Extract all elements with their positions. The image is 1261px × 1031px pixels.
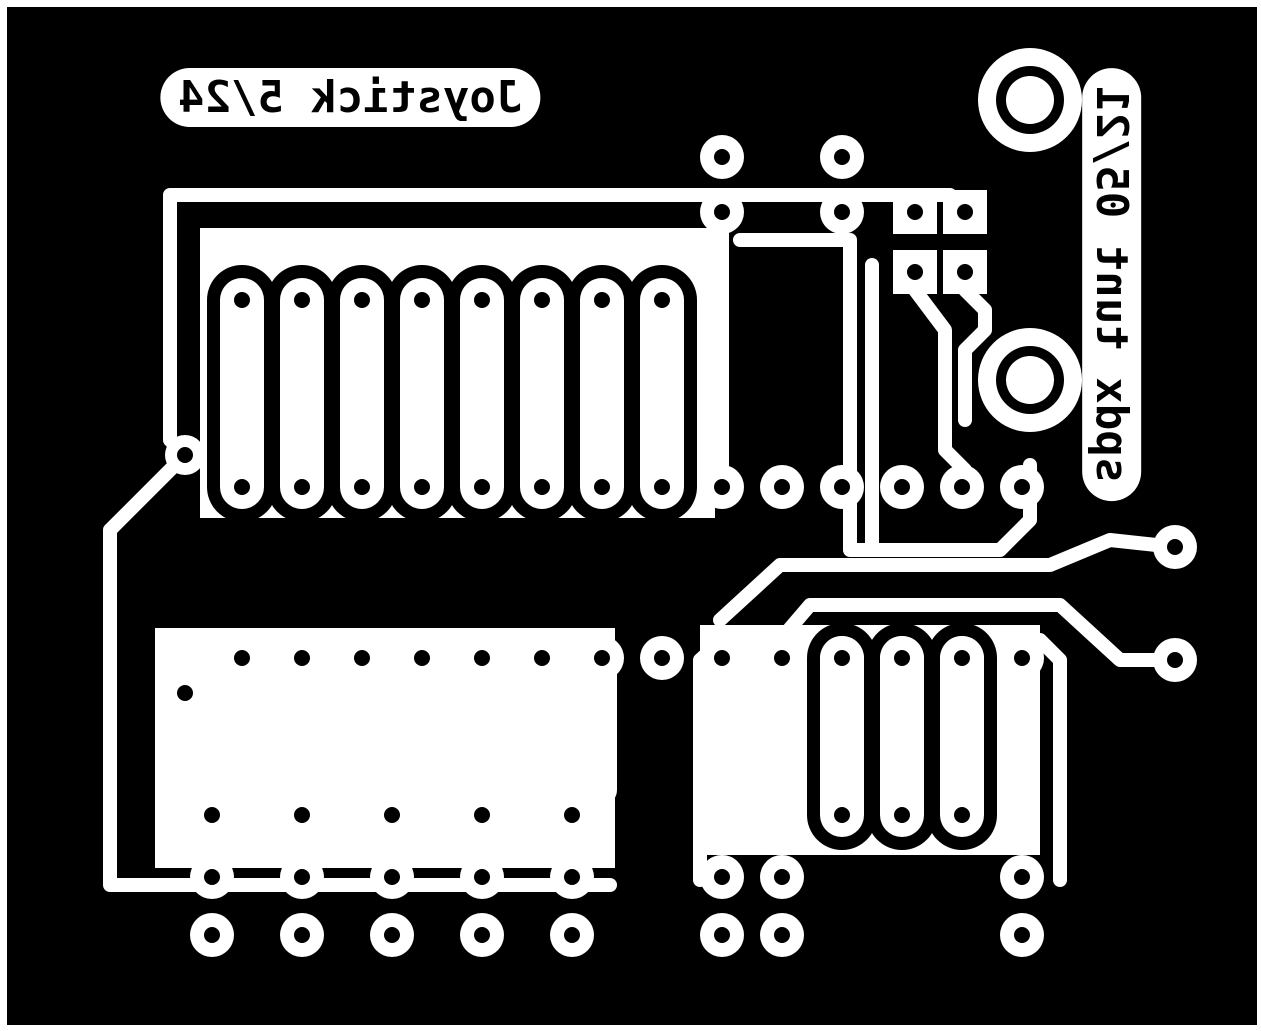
drill-hole: [714, 149, 730, 165]
drill-hole: [294, 650, 310, 666]
drill-hole: [774, 869, 790, 885]
drill-hole: [834, 149, 850, 165]
drill-hole: [894, 807, 910, 823]
mounting-hole-center: [1006, 356, 1054, 404]
drill-hole: [564, 869, 580, 885]
trace: [713, 533, 1182, 627]
trace: [1033, 633, 1067, 887]
drill-hole: [834, 650, 850, 666]
drill-hole: [474, 927, 490, 943]
drill-hole: [177, 447, 193, 463]
drill-hole: [354, 479, 370, 495]
drill-hole: [654, 479, 670, 495]
drill-hole: [714, 869, 730, 885]
drill-hole: [204, 927, 220, 943]
board-side-label: spdx tunt 05/21: [1082, 67, 1142, 502]
drill-hole: [714, 927, 730, 943]
pads: [161, 48, 1197, 957]
drill-hole: [414, 292, 430, 308]
drill-hole: [1014, 869, 1030, 885]
drill-hole: [564, 807, 580, 823]
drill-hole: [714, 650, 730, 666]
drill-hole: [1014, 650, 1030, 666]
drill-hole: [204, 807, 220, 823]
drill-hole: [384, 807, 400, 823]
drill-hole: [594, 650, 610, 666]
drill-hole: [714, 204, 730, 220]
drill-hole: [414, 650, 430, 666]
drill-hole: [1167, 652, 1183, 668]
drill-hole: [534, 479, 550, 495]
trace: [103, 448, 617, 892]
drill-hole: [774, 479, 790, 495]
drill-hole: [177, 685, 193, 701]
drill-hole: [954, 479, 970, 495]
drill-hole: [234, 292, 250, 308]
drill-hole: [1167, 539, 1183, 555]
drill-hole: [834, 204, 850, 220]
drill-hole: [834, 807, 850, 823]
drill-hole: [294, 292, 310, 308]
drill-hole: [894, 650, 910, 666]
drill-hole: [774, 927, 790, 943]
trace: [733, 233, 1037, 557]
trace: [773, 598, 1182, 667]
drill-hole: [384, 869, 400, 885]
drill-hole: [294, 869, 310, 885]
drill-hole: [474, 650, 490, 666]
drill-hole: [534, 292, 550, 308]
drill-hole: [354, 650, 370, 666]
drill-hole: [954, 807, 970, 823]
drill-hole: [204, 869, 220, 885]
drill-hole: [234, 650, 250, 666]
trace: [908, 283, 972, 477]
drill-hole: [474, 869, 490, 885]
drill-hole: [954, 650, 970, 666]
drill-hole: [384, 927, 400, 943]
drill-hole: [654, 650, 670, 666]
drill-hole: [834, 479, 850, 495]
drill-hole: [294, 807, 310, 823]
board-title-label: Joystick 5/24: [160, 68, 541, 127]
drill-hole: [414, 479, 430, 495]
drill-hole: [714, 479, 730, 495]
drill-hole: [534, 650, 550, 666]
drill-hole: [294, 927, 310, 943]
drill-hole: [774, 650, 790, 666]
drill-hole: [957, 264, 973, 280]
drill-hole: [474, 807, 490, 823]
drill-hole: [907, 264, 923, 280]
drill-hole: [294, 479, 310, 495]
drill-hole: [234, 479, 250, 495]
drill-hole: [354, 292, 370, 308]
drill-hole: [474, 292, 490, 308]
drill-hole: [564, 927, 580, 943]
drill-hole: [1014, 479, 1030, 495]
drill-hole: [594, 292, 610, 308]
drill-hole: [654, 292, 670, 308]
drill-hole: [474, 479, 490, 495]
drill-hole: [1014, 927, 1030, 943]
drill-hole: [907, 204, 923, 220]
drill-hole: [594, 479, 610, 495]
trace: [958, 283, 992, 427]
drill-hole: [894, 479, 910, 495]
mounting-hole-center: [1006, 76, 1054, 124]
drill-hole: [957, 204, 973, 220]
